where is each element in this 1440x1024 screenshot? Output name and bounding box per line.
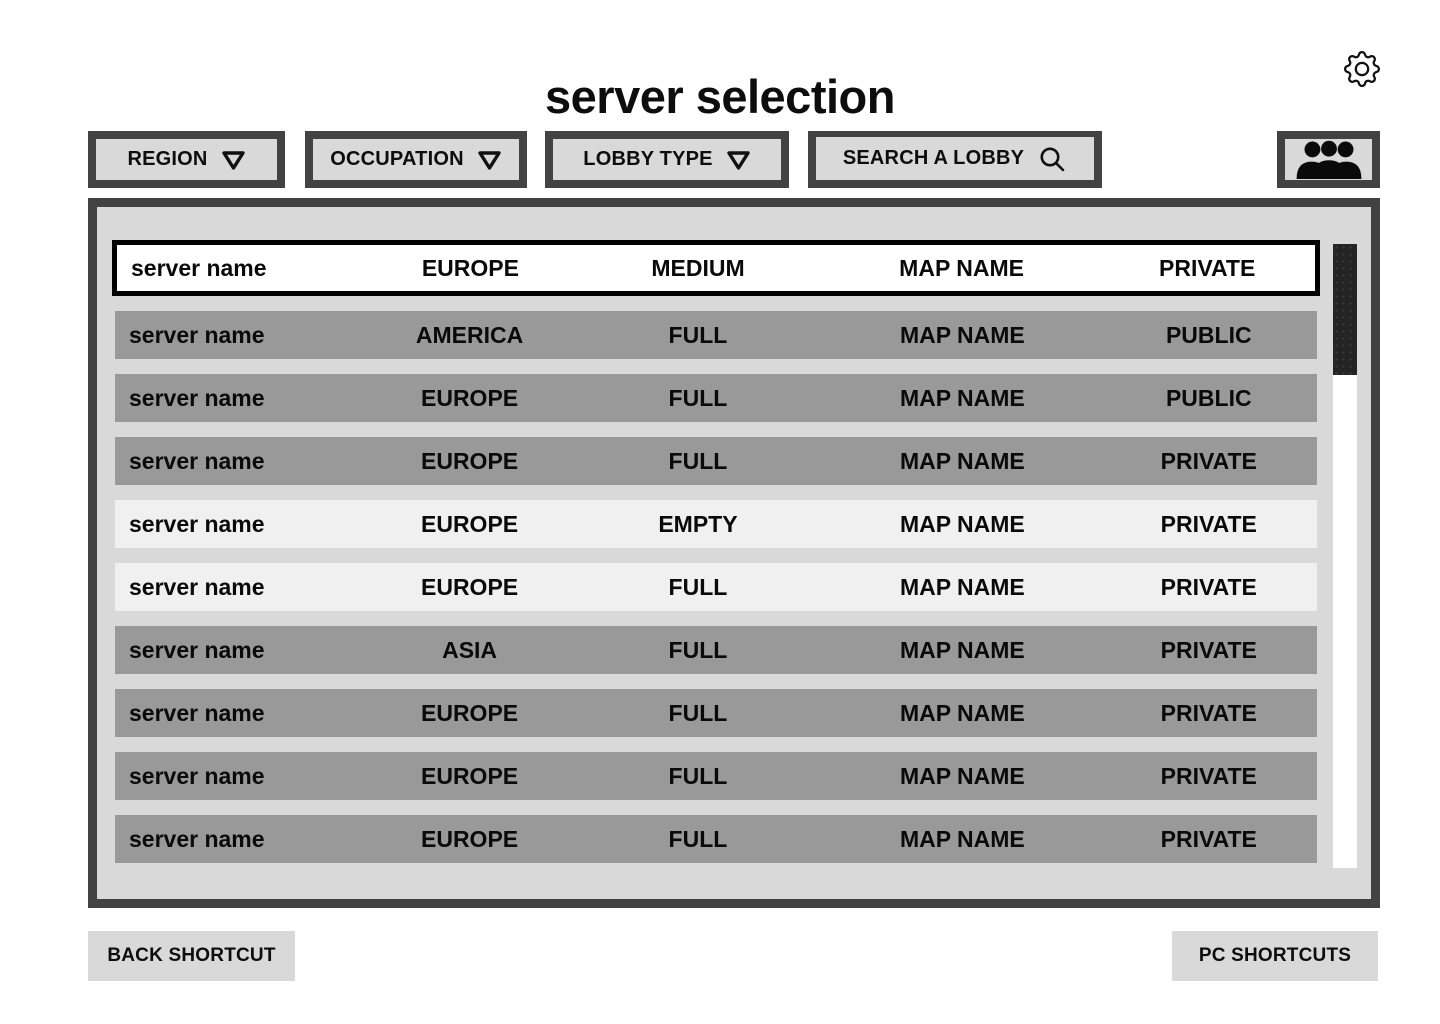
page-title: server selection xyxy=(545,70,895,124)
settings-button[interactable] xyxy=(1343,50,1380,87)
occupancy-cell: FULL xyxy=(668,321,728,348)
occupancy-cell: MEDIUM xyxy=(651,254,745,281)
occupancy-cell: EMPTY xyxy=(658,510,738,537)
region-cell: AMERICA xyxy=(415,321,524,348)
triangle-down-icon xyxy=(478,150,501,170)
region-cell: EUROPE xyxy=(421,762,519,789)
lobby-type-filter-label: LOBBY TYPE xyxy=(583,148,713,170)
map-name-cell: MAP NAME xyxy=(899,321,1025,348)
access-cell: PRIVATE xyxy=(1160,762,1257,789)
server-name-cell: server name xyxy=(129,321,265,348)
occupation-filter-label: OCCUPATION xyxy=(330,148,464,170)
server-row[interactable]: server name AMERICA FULL MAP NAME PUBLIC xyxy=(115,311,1317,359)
access-cell: PRIVATE xyxy=(1160,447,1257,474)
search-lobby-label: SEARCH A LOBBY xyxy=(842,147,1025,169)
server-row[interactable]: server name EUROPE FULL MAP NAME PRIVATE xyxy=(115,689,1317,737)
server-name-cell: server name xyxy=(129,825,265,852)
server-name-cell: server name xyxy=(129,447,265,474)
people-group-icon xyxy=(1296,140,1361,179)
map-name-cell: MAP NAME xyxy=(899,573,1025,600)
server-row[interactable]: server name EUROPE FULL MAP NAME PUBLIC xyxy=(115,374,1317,422)
gear-icon xyxy=(1343,50,1380,87)
back-shortcut-button[interactable]: BACK SHORTCUT xyxy=(88,931,295,981)
access-cell: PRIVATE xyxy=(1160,825,1257,852)
region-cell: EUROPE xyxy=(421,510,519,537)
players-button[interactable] xyxy=(1277,131,1380,188)
pc-shortcuts-button[interactable]: PC SHORTCUTS xyxy=(1172,931,1378,981)
scrollbar-track[interactable] xyxy=(1333,244,1357,868)
region-cell: EUROPE xyxy=(421,384,519,411)
server-row[interactable]: server name EUROPE FULL MAP NAME PRIVATE xyxy=(115,815,1317,863)
access-cell: PUBLIC xyxy=(1165,321,1252,348)
triangle-down-icon xyxy=(727,150,750,170)
server-row[interactable]: server name EUROPE FULL MAP NAME PRIVATE xyxy=(115,563,1317,611)
region-filter-button[interactable]: REGION xyxy=(88,131,285,188)
map-name-cell: MAP NAME xyxy=(899,762,1025,789)
map-name-cell: MAP NAME xyxy=(899,447,1025,474)
region-cell: EUROPE xyxy=(421,825,519,852)
scrollbar-thumb[interactable] xyxy=(1333,244,1357,375)
server-name-cell: server name xyxy=(129,384,265,411)
server-row[interactable]: server name EUROPE EMPTY MAP NAME PRIVAT… xyxy=(115,500,1317,548)
occupancy-cell: FULL xyxy=(668,699,728,726)
access-cell: PRIVATE xyxy=(1160,636,1257,663)
server-name-cell: server name xyxy=(129,510,265,537)
region-cell: EUROPE xyxy=(421,573,519,600)
region-cell: EUROPE xyxy=(421,447,519,474)
occupation-filter-button[interactable]: OCCUPATION xyxy=(305,131,527,188)
server-row[interactable]: server name EUROPE FULL MAP NAME PRIVATE xyxy=(115,437,1317,485)
server-name-cell: server name xyxy=(129,762,265,789)
occupancy-cell: FULL xyxy=(668,636,728,663)
map-name-cell: MAP NAME xyxy=(899,384,1025,411)
server-row[interactable]: server name EUROPE FULL MAP NAME PRIVATE xyxy=(115,752,1317,800)
server-row[interactable]: server name ASIA FULL MAP NAME PRIVATE xyxy=(115,626,1317,674)
map-name-cell: MAP NAME xyxy=(899,510,1025,537)
server-name-cell: server name xyxy=(129,573,265,600)
server-name-cell: server name xyxy=(131,254,267,281)
occupancy-cell: FULL xyxy=(668,573,728,600)
access-cell: PRIVATE xyxy=(1160,510,1257,537)
triangle-down-icon xyxy=(221,150,245,170)
map-name-cell: MAP NAME xyxy=(899,636,1025,663)
occupancy-cell: FULL xyxy=(668,762,728,789)
access-cell: PUBLIC xyxy=(1165,384,1252,411)
server-rows: server name EUROPE MEDIUM MAP NAME PRIVA… xyxy=(112,240,1320,863)
occupancy-cell: FULL xyxy=(668,825,728,852)
magnifier-icon xyxy=(1040,147,1065,171)
server-name-cell: server name xyxy=(129,636,265,663)
map-name-cell: MAP NAME xyxy=(899,825,1025,852)
occupancy-cell: FULL xyxy=(668,384,728,411)
region-cell: EUROPE xyxy=(421,254,519,281)
region-filter-label: REGION xyxy=(127,148,208,170)
map-name-cell: MAP NAME xyxy=(899,254,1024,281)
region-cell: ASIA xyxy=(442,636,498,663)
server-list-panel: server name EUROPE MEDIUM MAP NAME PRIVA… xyxy=(88,198,1380,908)
map-name-cell: MAP NAME xyxy=(899,699,1025,726)
access-cell: PRIVATE xyxy=(1159,254,1256,281)
access-cell: PRIVATE xyxy=(1160,699,1257,726)
region-cell: EUROPE xyxy=(421,699,519,726)
server-row[interactable]: server name EUROPE MEDIUM MAP NAME PRIVA… xyxy=(112,240,1320,296)
server-name-cell: server name xyxy=(129,699,265,726)
access-cell: PRIVATE xyxy=(1160,573,1257,600)
search-lobby-button[interactable]: SEARCH A LOBBY xyxy=(808,131,1102,188)
occupancy-cell: FULL xyxy=(668,447,728,474)
lobby-type-filter-button[interactable]: LOBBY TYPE xyxy=(545,131,789,188)
